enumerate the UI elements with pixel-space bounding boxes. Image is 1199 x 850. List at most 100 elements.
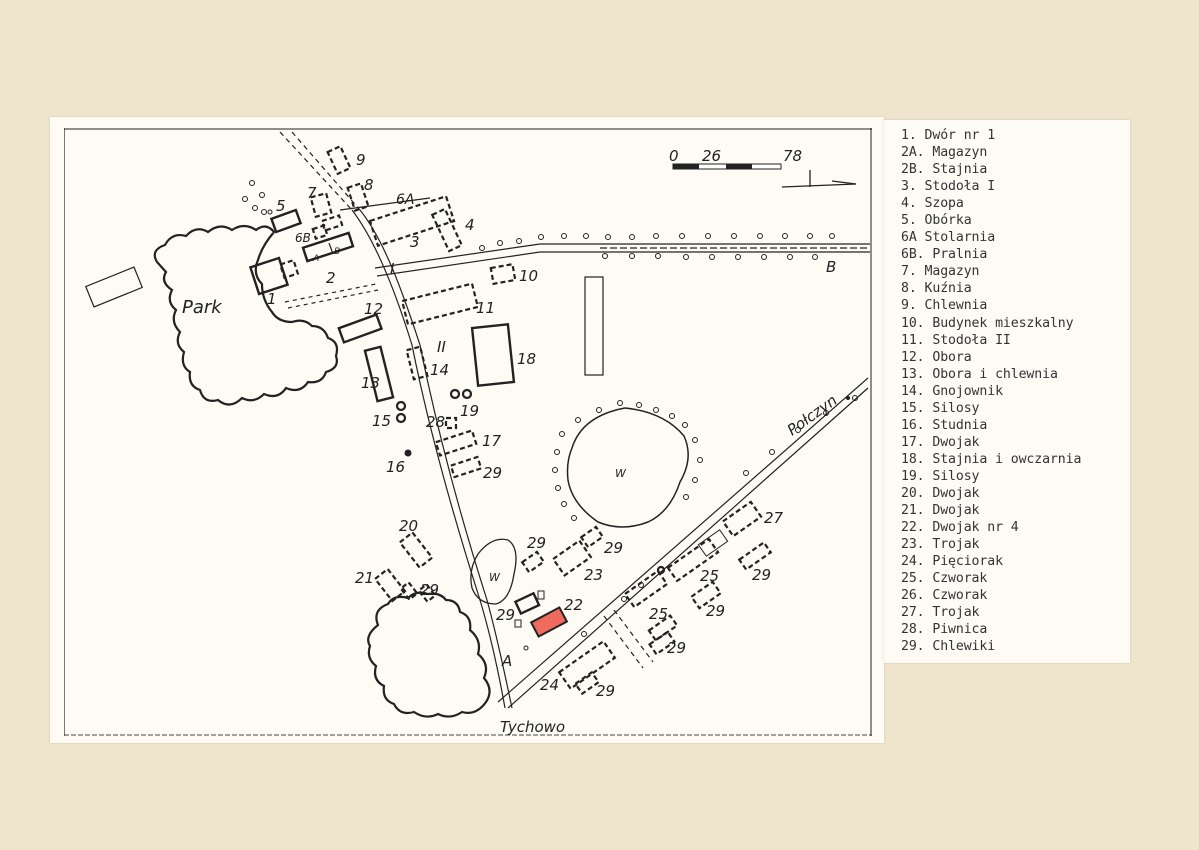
label-20: 20: [399, 517, 418, 535]
building-22-left: [513, 591, 541, 616]
building-6a: [320, 214, 344, 232]
label-12: 12: [364, 300, 383, 318]
building-6b: [311, 224, 329, 240]
legend-item: 7. Magazyn: [901, 264, 980, 280]
legend-item: 24. Pięciorak: [901, 554, 1003, 570]
label-10: 10: [519, 267, 538, 285]
legend-item: 25. Czworak: [901, 571, 988, 587]
park-area: [153, 224, 339, 406]
building-23: [551, 539, 593, 577]
label-16: 16: [386, 458, 405, 476]
building-29-b: [399, 580, 419, 602]
legend-item: 27. Trojak: [901, 605, 980, 621]
building-2-half-a: A: [312, 254, 319, 264]
label-road-tychowo: Tychowo: [500, 718, 565, 736]
legend-item: 2B. Stajnia: [901, 162, 988, 178]
legend-item: 8. Kuźnia: [901, 281, 972, 297]
legend-item: 13. Obora i chlewnia: [901, 366, 1058, 382]
building-4: [430, 207, 464, 253]
building-1-annex: [278, 258, 300, 280]
building-21: [373, 567, 407, 603]
legend-item: 2A. Magazyn: [901, 145, 988, 161]
label-29-f: 29: [596, 682, 615, 700]
legend-item: 4. Szopa: [901, 196, 964, 212]
silos: [395, 388, 666, 575]
legend-item: 12. Obora: [901, 349, 972, 365]
label-15: 15: [372, 412, 391, 430]
legend-item: 16. Studnia: [901, 417, 988, 433]
legend-item: 20. Dwojak: [901, 485, 980, 501]
tree-row-b: [479, 233, 835, 260]
building-28: [444, 416, 458, 430]
legend-item: 15. Silosy: [901, 400, 980, 416]
north-arrow-icon: [781, 170, 857, 188]
legend-item: 19. Silosy: [901, 468, 980, 484]
building-11: [400, 282, 480, 326]
legend-item: 9. Chlewnia: [901, 298, 988, 314]
pond-main-label: W: [615, 467, 627, 480]
label-9: 9: [356, 151, 366, 169]
building-29-i: [737, 540, 773, 572]
label-22: 22: [564, 596, 583, 614]
label-point-b: B: [826, 258, 836, 276]
estate-map: 0 26 78: [64, 128, 872, 736]
label-28: 28: [426, 413, 445, 431]
label-14: 14: [430, 361, 449, 379]
legend-item: 26. Czworak: [901, 588, 988, 604]
label-4: 4: [465, 216, 475, 234]
label-18: 18: [517, 350, 536, 368]
legend-item: 21. Dwojak: [901, 503, 980, 519]
scale-tick-26: 26: [702, 147, 721, 165]
building-26-plain: [697, 529, 729, 557]
label-roman-2: II: [437, 338, 446, 356]
legend-item: 6B. Pralnia: [901, 247, 988, 263]
building-12: [337, 313, 384, 344]
building-8: [346, 182, 370, 212]
park-label: Park: [182, 297, 223, 318]
label-3: 3: [410, 233, 420, 251]
buildings-dashed: [278, 144, 773, 696]
buildings-solid: [248, 208, 541, 616]
label-29-d: 29: [604, 539, 623, 557]
building-29-c: [417, 582, 437, 604]
label-1: 1: [267, 290, 277, 308]
building-2: [301, 231, 355, 263]
label-29-b: 29: [420, 581, 439, 599]
pond-main: [566, 407, 689, 528]
building-24: [557, 639, 617, 691]
pond-main-trees: [552, 400, 703, 521]
trees-manor: [242, 180, 273, 215]
label-17: 17: [482, 432, 502, 450]
legend-item: 10. Budynek mieszkalny: [901, 315, 1074, 331]
label-25a: 25: [700, 567, 719, 585]
label-29-e: 29: [496, 606, 515, 624]
label-5: 5: [276, 197, 286, 215]
legend-item: 14. Gnojownik: [901, 383, 1003, 399]
legend-item: 1. Dwór nr 1: [901, 128, 996, 143]
label-29-i: 29: [752, 566, 771, 584]
legend-item: 28. Piwnica: [901, 622, 988, 638]
building-29-h: [689, 580, 723, 610]
tree-row-polczyn: [523, 395, 858, 651]
label-8: 8: [364, 176, 374, 194]
building-9: [326, 144, 352, 176]
map-sheet: [50, 117, 884, 743]
building-18: [470, 322, 516, 388]
label-27: 27: [764, 509, 784, 527]
building-13: [363, 345, 395, 403]
structure-tall: [584, 276, 604, 376]
building-14: [405, 345, 429, 381]
label-6a: 6A: [396, 192, 414, 208]
building-7: [309, 191, 333, 219]
building-29-e: [579, 525, 605, 549]
label-road-polczyn: Połczyn: [784, 391, 841, 439]
legend-item: 17. Dwojak: [901, 434, 980, 450]
tree-single: [846, 396, 850, 400]
legend-item: 5. Obórka: [901, 213, 972, 229]
markers-22: [514, 590, 545, 628]
legend-item: 3. Stodoła I: [901, 179, 996, 195]
scale-bar: 0 26 78: [669, 147, 802, 170]
label-29-h: 29: [706, 602, 725, 620]
pond-small-label: W: [489, 571, 501, 584]
